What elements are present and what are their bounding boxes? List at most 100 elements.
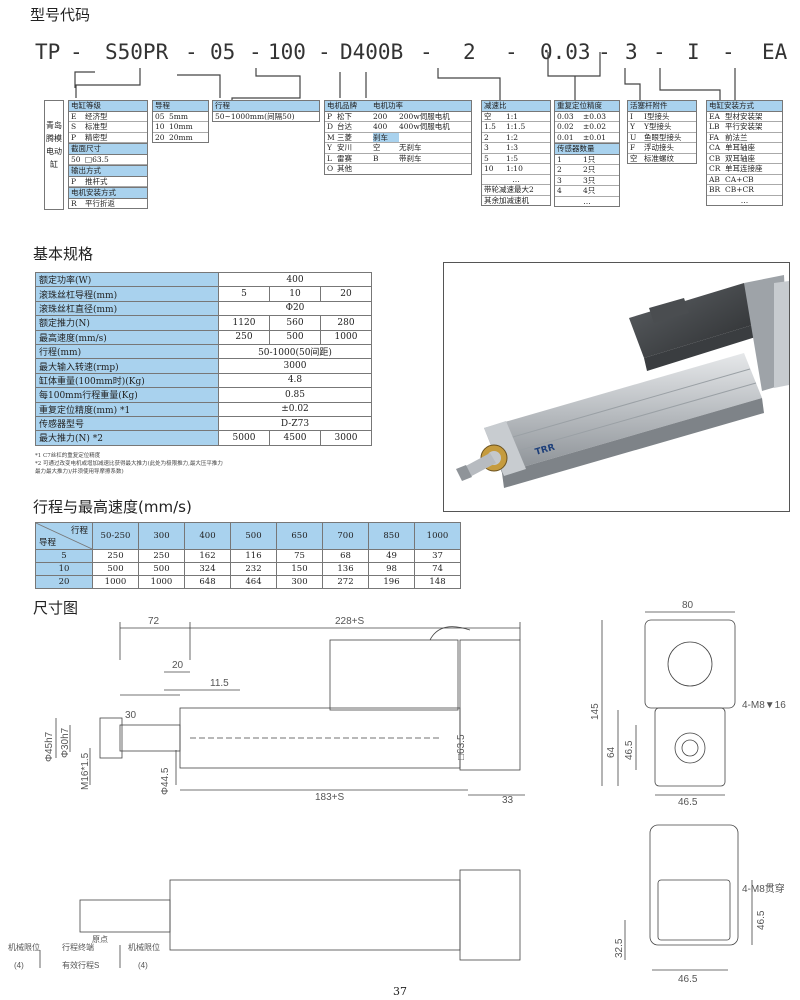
- spec-value: D-Z73: [218, 415, 372, 432]
- dim-228s: 228+S: [335, 616, 365, 627]
- speed-value: 1000: [138, 575, 185, 589]
- speed-value: 196: [368, 575, 415, 589]
- box-subtitle: 传感器数量: [555, 143, 619, 155]
- spec-label: 滚珠丝杠导程(mm): [35, 286, 219, 302]
- note-line: *2 可通过改变电机或增加减速比获得最大推力(此处为极限推力,最大压平推力: [35, 461, 223, 467]
- speed-stroke-header: 650: [276, 522, 323, 550]
- dim-30h7: Φ30h7: [60, 727, 71, 758]
- section-title-basic-specs: 基本规格: [33, 245, 94, 263]
- box-row: 空标准螺纹: [630, 153, 674, 163]
- spec-value: 5: [218, 286, 270, 302]
- speed-stroke-header: 850: [368, 522, 415, 550]
- box-row: 0.01±0.01: [555, 133, 619, 143]
- page-number: 37: [393, 985, 407, 998]
- code-part: D400B: [340, 40, 404, 64]
- box-row: 0.03±0.03: [555, 112, 619, 122]
- box-row: 0.02±0.02: [555, 122, 619, 133]
- spec-value: 500: [269, 329, 321, 345]
- speed-corner: 行程导程: [35, 522, 93, 550]
- spec-value: 400: [218, 271, 372, 288]
- spec-label: 最大推力(N) *2: [35, 430, 219, 446]
- spec-label: 最高速度(mm/s): [35, 329, 219, 345]
- product-photo: TRR: [443, 262, 790, 512]
- spec-value: ±0.02: [218, 401, 372, 417]
- speed-value: 1000: [92, 575, 139, 589]
- speed-value: 500: [138, 562, 185, 576]
- corner-top: 行程: [70, 526, 88, 536]
- note-line: *1 C7丝杠的重复定位精度: [35, 453, 101, 459]
- speed-value: 37: [414, 549, 461, 563]
- spec-notes: *1 C7丝杠的重复定位精度 *2 可通过改变电机或增加减速比获得最大推力(此处…: [35, 452, 223, 476]
- box-title: 电缸安装方式: [707, 101, 782, 112]
- spec-label: 最大输入转速(rmp): [35, 358, 219, 374]
- dim-183s: 183+S: [315, 792, 345, 803]
- label-effective-stroke: 有效行程S: [62, 960, 99, 970]
- label-limit-right: 机械限位: [128, 942, 160, 952]
- code-sep: -: [722, 40, 735, 64]
- code-connectors: [74, 52, 736, 100]
- dim-46-5b: 46.5: [678, 797, 698, 808]
- box-row: 50□63.5: [69, 155, 147, 165]
- spec-row: 额定功率(W)400: [35, 271, 372, 288]
- section-title-dimensions: 尺寸图: [33, 599, 79, 617]
- box-title: 减速比: [482, 101, 550, 112]
- speed-stroke-header: 1000: [414, 522, 461, 550]
- dim-33: 33: [502, 795, 514, 806]
- dim-20: 20: [172, 660, 184, 671]
- box-row: 50~1000mm(间隔50): [215, 111, 295, 121]
- spec-value: 280: [320, 315, 372, 331]
- spec-value: 5000: [218, 430, 270, 446]
- spec-row: 重复定位精度(mm) *1±0.02: [35, 401, 372, 417]
- label-limit-left-val: (4): [14, 961, 24, 970]
- code-sep: -: [318, 40, 331, 64]
- spec-label: 额定功率(W): [35, 271, 219, 288]
- front-end-cap: [484, 421, 526, 476]
- code-sep: -: [653, 40, 666, 64]
- section-title-stroke-speed: 行程与最高速度(mm/s): [33, 498, 192, 516]
- box-title: 重复定位精度: [555, 101, 619, 112]
- code-sep: -: [598, 40, 611, 64]
- speed-value: 68: [322, 549, 369, 563]
- spec-value: 250: [218, 329, 270, 345]
- speed-value: 49: [368, 549, 415, 563]
- cylinder-body: [484, 353, 762, 473]
- speed-value: 324: [184, 562, 231, 576]
- spec-value: 1000: [320, 329, 372, 345]
- label-limit-right-val: (4): [138, 961, 148, 970]
- dim-m16: M16*1.5: [80, 752, 91, 790]
- dim-46-5c: 46.5: [756, 910, 767, 930]
- bottom-end-view: [649, 824, 739, 946]
- dim-m8-thru: 4-M8贯穿: [742, 882, 785, 895]
- spec-value: 0.85: [218, 387, 372, 403]
- dim-72: 72: [148, 616, 160, 627]
- speed-value: 150: [276, 562, 323, 576]
- speed-value: 250: [138, 549, 185, 563]
- side-rod-outline: [119, 724, 181, 752]
- spec-label: 滚珠丝杠直径(mm): [35, 300, 219, 317]
- speed-value: 116: [230, 549, 277, 563]
- box-subtitle: 输出方式: [69, 165, 147, 177]
